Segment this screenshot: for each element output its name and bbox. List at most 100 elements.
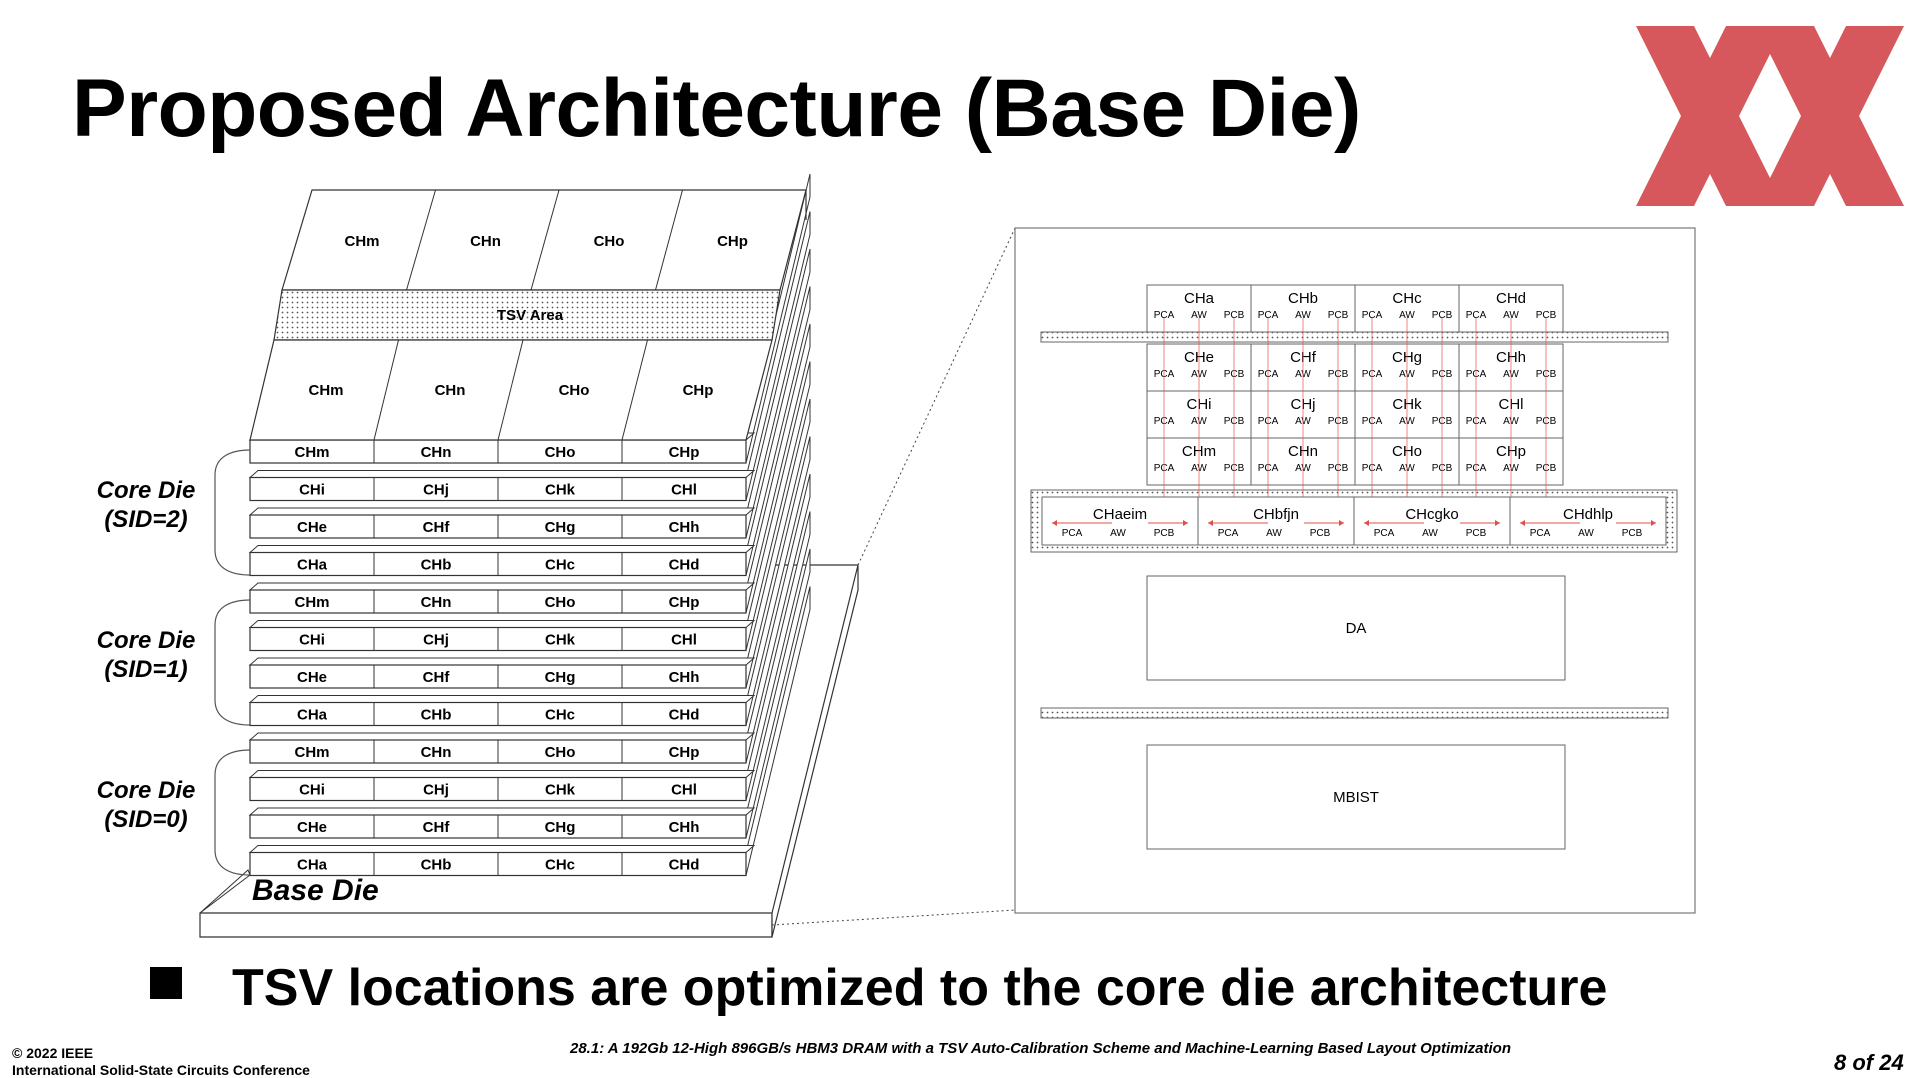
da-label: DA bbox=[1346, 620, 1367, 637]
merged-sub-label: PCA bbox=[1062, 528, 1083, 539]
tsv-strip-upper bbox=[1040, 331, 1669, 343]
channel-label: CHl bbox=[671, 482, 697, 499]
channel-label: CHk bbox=[545, 782, 576, 799]
top-channel-label: CHp bbox=[717, 233, 748, 250]
merged-sub-label: PCB bbox=[1622, 528, 1643, 539]
sub-block-label: PCB bbox=[1224, 310, 1245, 321]
layer-top-edge bbox=[248, 620, 756, 628]
channel-label: CHk bbox=[545, 482, 576, 499]
layer-top-edge bbox=[248, 770, 756, 778]
layer-top-edge bbox=[248, 732, 756, 741]
sub-block-label: PCB bbox=[1536, 310, 1557, 321]
top-channel-label: CHn bbox=[470, 233, 501, 250]
merged-channel-label: CHdhlp bbox=[1563, 506, 1613, 523]
arrow-right-head bbox=[1183, 520, 1188, 526]
sub-block-label: AW bbox=[1503, 310, 1519, 321]
da-block bbox=[1146, 575, 1566, 681]
page-title: Proposed Architecture (Base Die) bbox=[72, 63, 1361, 154]
tsv-strip-lower bbox=[1040, 707, 1669, 719]
mbist-label: MBIST bbox=[1333, 789, 1379, 806]
footer-paper-title: 28.1: A 192Gb 12-High 896GB/s HBM3 DRAM … bbox=[570, 1040, 1511, 1057]
arrow-left-head bbox=[1208, 520, 1213, 526]
sub-block-label: AW bbox=[1191, 310, 1207, 321]
channel-label: CHo bbox=[545, 594, 576, 611]
channel-label: CHc bbox=[545, 557, 575, 574]
core-die-bracket bbox=[214, 749, 251, 876]
zoom-channel-label: CHa bbox=[1184, 290, 1215, 307]
layer-top-edge bbox=[248, 845, 756, 853]
top-front-channel-label: CHn bbox=[435, 382, 466, 399]
sub-block-label: PCA bbox=[1258, 310, 1279, 321]
bullet-point: TSV locations are optimized to the core … bbox=[150, 958, 1607, 1018]
channel-label: CHf bbox=[423, 819, 451, 836]
arrow-right-head bbox=[1495, 520, 1500, 526]
channel-label: CHj bbox=[423, 482, 449, 499]
merged-sub-label: AW bbox=[1578, 528, 1594, 539]
channel-label: CHd bbox=[669, 557, 700, 574]
channel-label: CHn bbox=[421, 444, 452, 461]
layer-top-edge bbox=[248, 582, 756, 591]
merged-channel-label: CHaeim bbox=[1093, 506, 1147, 523]
channel-label: CHd bbox=[669, 857, 700, 874]
layer-top-edge bbox=[248, 507, 756, 516]
base-die-front bbox=[199, 912, 773, 938]
sub-block-label: PCB bbox=[1432, 310, 1453, 321]
top-channel-label: CHm bbox=[344, 233, 379, 250]
tsv-area-label: TSV Area bbox=[497, 307, 564, 324]
layer-top-edge bbox=[248, 545, 756, 553]
sub-block-label: AW bbox=[1295, 310, 1311, 321]
zoom-line-top bbox=[857, 227, 1016, 566]
merged-sub-label: AW bbox=[1422, 528, 1438, 539]
core-die-sid: (SID=1) bbox=[104, 656, 188, 683]
core-die-sid: (SID=2) bbox=[104, 506, 188, 533]
merged-sub-label: PCB bbox=[1310, 528, 1331, 539]
channel-label: CHe bbox=[297, 819, 327, 836]
layer-top-edge bbox=[248, 657, 756, 666]
merged-sub-label: PCB bbox=[1154, 528, 1175, 539]
mbist-block bbox=[1146, 744, 1566, 850]
isscc-logo bbox=[1636, 26, 1904, 206]
zoom-channel-label: CHc bbox=[1392, 290, 1422, 307]
channel-label: CHp bbox=[669, 594, 700, 611]
merged-channel-label: CHcgko bbox=[1405, 506, 1458, 523]
channel-label: CHe bbox=[297, 519, 327, 536]
base-die-side bbox=[771, 564, 859, 938]
channel-label: CHm bbox=[294, 444, 329, 461]
channel-label: CHf bbox=[423, 669, 451, 686]
base-die-label: Base Die bbox=[252, 874, 379, 907]
core-die-sid: (SID=0) bbox=[104, 806, 188, 833]
sub-block-label: PCB bbox=[1328, 310, 1349, 321]
channel-label: CHb bbox=[421, 557, 452, 574]
bracket-curve bbox=[214, 599, 251, 726]
sub-block-label: AW bbox=[1399, 310, 1415, 321]
bullet-text: TSV locations are optimized to the core … bbox=[232, 959, 1608, 1017]
top-back-divider bbox=[655, 189, 683, 291]
channel-label: CHa bbox=[297, 557, 328, 574]
channel-label: CHp bbox=[669, 744, 700, 761]
merged-sub-label: PCA bbox=[1374, 528, 1395, 539]
merged-sub-label: PCB bbox=[1466, 528, 1487, 539]
layer-top-edge bbox=[248, 470, 756, 478]
channel-label: CHi bbox=[299, 632, 325, 649]
zoom-channel-label: CHd bbox=[1496, 290, 1526, 307]
channel-label: CHf bbox=[423, 519, 451, 536]
channel-label: CHo bbox=[545, 744, 576, 761]
layer-top-edge bbox=[248, 807, 756, 816]
top-back-divider bbox=[406, 189, 436, 291]
core-die-title: Core Die bbox=[96, 627, 196, 654]
channel-label: CHh bbox=[669, 669, 700, 686]
channel-label: CHh bbox=[669, 819, 700, 836]
channel-label: CHj bbox=[423, 632, 449, 649]
sub-block-label: PCA bbox=[1466, 310, 1487, 321]
channel-label: CHn bbox=[421, 594, 452, 611]
arrow-right-head bbox=[1651, 520, 1656, 526]
